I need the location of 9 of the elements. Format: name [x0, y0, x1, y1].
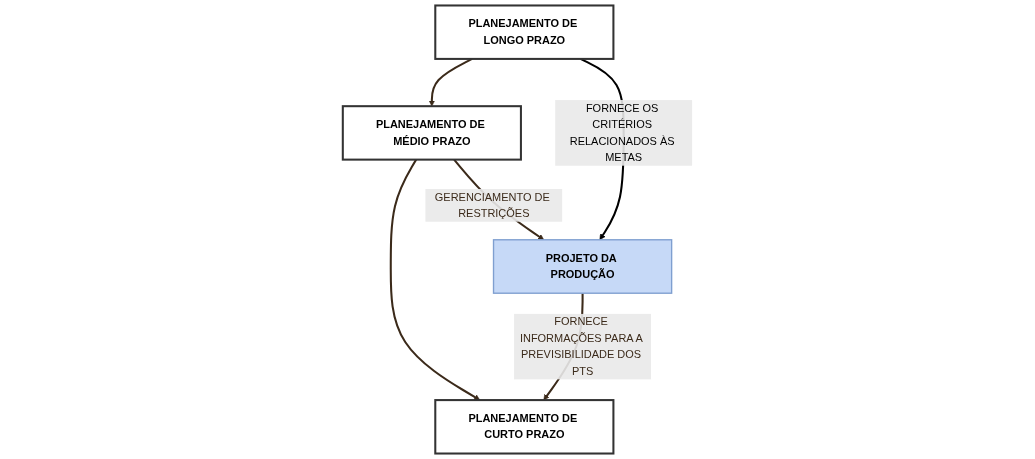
node-box: PROJETO DA PRODUÇÃO: [492, 239, 673, 294]
edge-label: FORNECE OS CRITÉRIOS RELACIONADOS ÀS METAS: [569, 102, 675, 164]
node-box: PLANEJAMENTO DE CURTO PRAZO: [434, 399, 615, 455]
edge-label: FORNECE INFORMAÇÕES PARA A PREVISIBILIDADE DOS PTS: [519, 315, 643, 377]
edge-label: GERENCIAMENTO DE RESTRIÇÕES: [434, 190, 550, 220]
node-box: PLANEJAMENTO DE LONGO PRAZO: [434, 4, 615, 60]
node-box: PLANEJAMENTO DE MÉDIO PRAZO: [341, 105, 522, 161]
arrow: [389, 159, 481, 401]
arrow: [428, 58, 473, 107]
